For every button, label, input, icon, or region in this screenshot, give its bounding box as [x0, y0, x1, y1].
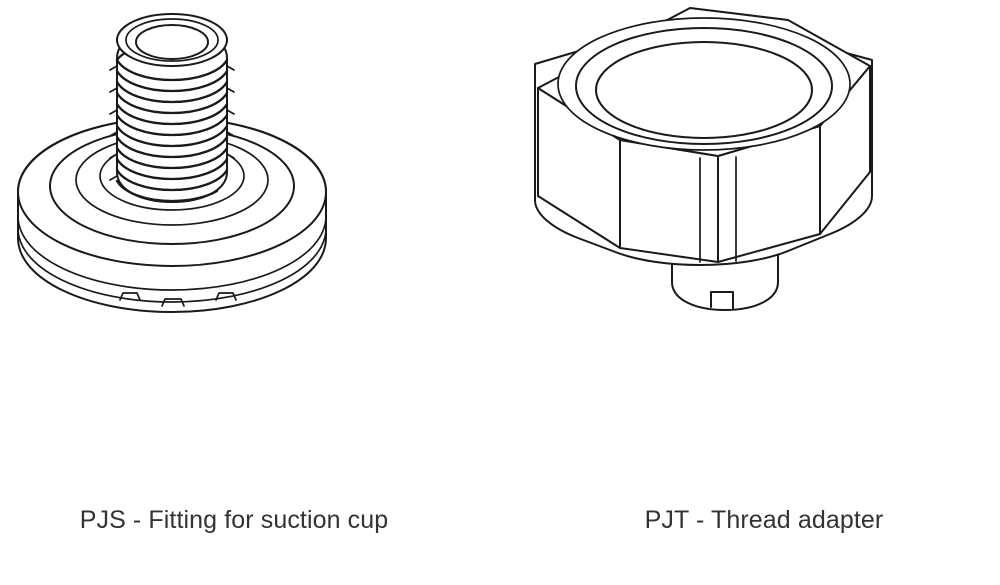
drawing-pjs	[0, 0, 500, 470]
part-card-pjt[interactable]: PJT - Thread adapter	[500, 0, 1000, 585]
drawing-pjt	[500, 0, 1000, 470]
thread-adapter-drawing	[534, 7, 873, 311]
part-label-pjs: PJS - Fitting for suction cup	[79, 506, 389, 534]
part-card-pjs[interactable]: PJS - Fitting for suction cup	[0, 0, 500, 585]
suction-cup-fitting-drawing	[17, 13, 327, 313]
part-label-pjt: PJT - Thread adapter	[644, 506, 884, 534]
